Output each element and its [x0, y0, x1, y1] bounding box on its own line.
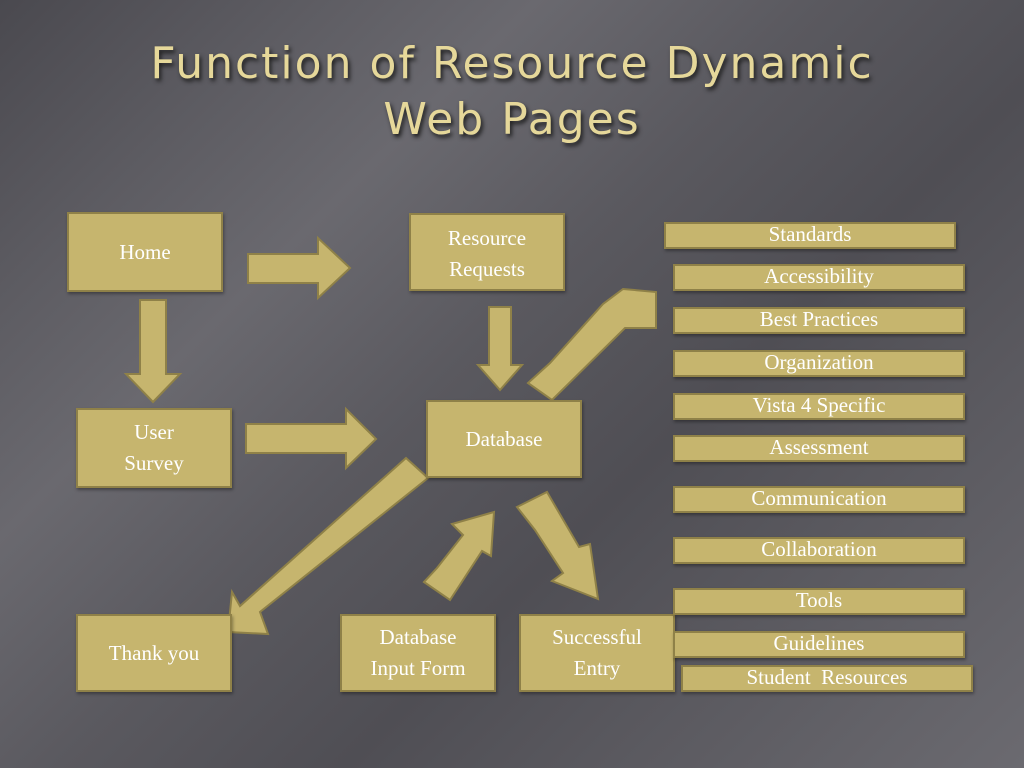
node-user-survey-label: User Survey	[124, 420, 184, 475]
slide-title: Function of Resource Dynamic Web Pages	[0, 36, 1024, 148]
title-line-2: Web Pages	[383, 94, 641, 145]
arrow-input-form-to-database	[422, 510, 496, 602]
arrow-home-to-user-survey	[123, 299, 183, 404]
node-database-label: Database	[465, 427, 543, 451]
arrow-database-to-resources	[526, 287, 657, 402]
resource-standards: Standards	[664, 222, 956, 249]
arrow-resource-requests-to-database	[475, 306, 525, 392]
resource-vista-4-specific: Vista 4 Specific	[673, 393, 965, 420]
node-home-label: Home	[119, 239, 171, 264]
resource-communication: Communication	[673, 486, 965, 513]
node-successful-entry-label: Successful Entry	[552, 625, 642, 680]
resource-guidelines: Guidelines	[673, 631, 965, 658]
resource-collaboration: Collaboration	[673, 537, 965, 564]
node-database-input-form-label: Database Input Form	[370, 625, 466, 680]
resource-accessibility: Accessibility	[673, 264, 965, 291]
resource-tools: Tools	[673, 588, 965, 615]
node-thank-you-label: Thank you	[108, 640, 200, 665]
node-database: Database	[426, 400, 582, 478]
resource-assessment: Assessment	[673, 435, 965, 462]
node-database-input-form: Database Input Form	[340, 614, 496, 692]
arrow-user-survey-to-database	[245, 406, 378, 471]
resource-organization: Organization	[673, 350, 965, 377]
node-thank-you: Thank you	[76, 614, 232, 692]
node-resource-requests: Resource Requests	[409, 213, 565, 291]
node-resource-requests-label: Resource Requests	[447, 226, 527, 281]
arrow-home-to-resource-requests	[247, 235, 352, 301]
resource-best-practices: Best Practices	[673, 307, 965, 334]
node-successful-entry: Successful Entry	[519, 614, 675, 692]
node-home: Home	[67, 212, 223, 292]
arrow-database-to-successful-entry	[515, 490, 600, 601]
resource-student-resources: Student Resources	[681, 665, 973, 692]
node-user-survey: User Survey	[76, 408, 232, 488]
title-line-1: Function of Resource Dynamic	[150, 38, 874, 89]
arrow-database-to-thank-you	[226, 456, 430, 636]
